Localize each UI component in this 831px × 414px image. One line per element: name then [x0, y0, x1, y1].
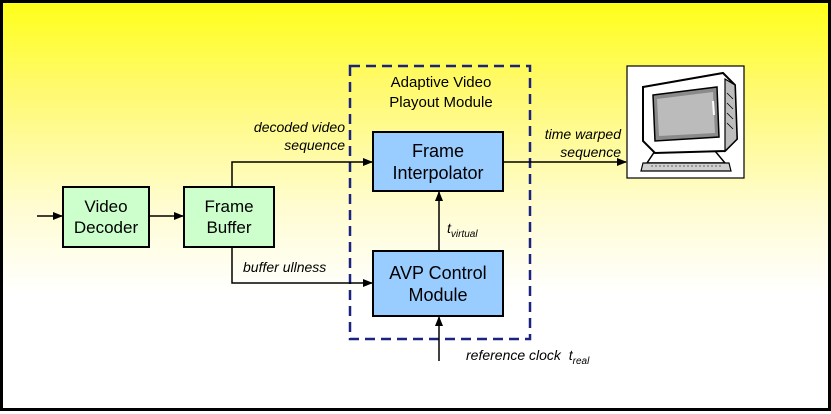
- time-warped-line-1: time warped: [544, 126, 621, 142]
- decoded-sequence-arrow: [231, 158, 373, 186]
- module-title: Adaptive Video Playout Module: [370, 73, 512, 113]
- avp-control-block: AVP Control Module: [372, 250, 504, 317]
- t-virtual-main: t: [447, 220, 451, 236]
- module-title-line-1: Adaptive Video: [390, 74, 492, 91]
- decoded-sequence-label: decoded video sequence: [235, 118, 345, 154]
- time-warped-line-2: sequence: [560, 144, 621, 160]
- reference-clock-label: reference clock treal: [466, 346, 589, 367]
- buffer-fullness-arrow: [231, 242, 373, 287]
- frame-buffer-label-2: Buffer: [206, 218, 252, 237]
- computer-monitor-icon: [626, 65, 745, 179]
- module-title-line-2: Playout Module: [389, 94, 493, 111]
- frame-interpolator-label-1: Frame: [411, 140, 464, 161]
- t-virtual-label: tvirtual: [447, 219, 478, 240]
- video-decoder-block: Video Decoder: [62, 186, 150, 248]
- reference-clock-main: reference clock t: [466, 347, 573, 363]
- avp-control-label-1: AVP Control: [389, 262, 487, 283]
- reference-clock-subscript: real: [572, 356, 590, 367]
- frame-buffer-label-1: Frame: [204, 197, 254, 216]
- decoded-sequence-line-1: decoded video: [253, 119, 345, 135]
- avp-module-border: [348, 64, 532, 341]
- frame-interpolator-block: Frame Interpolator: [372, 131, 504, 192]
- video-decoder-label-2: Decoder: [73, 218, 139, 237]
- buffer-fullness-label: buffer ullness: [243, 259, 327, 275]
- frame-interpolator-label-2: Interpolator: [392, 162, 484, 183]
- t-virtual-subscript: virtual: [450, 229, 478, 240]
- video-decoder-label-1: Video: [84, 197, 128, 216]
- time-warped-label: time warped sequence: [506, 125, 621, 161]
- frame-buffer-block: Frame Buffer: [183, 186, 275, 248]
- decoded-sequence-line-2: sequence: [284, 137, 345, 153]
- connector-layer: [37, 64, 745, 361]
- avp-control-label-2: Module: [408, 284, 468, 305]
